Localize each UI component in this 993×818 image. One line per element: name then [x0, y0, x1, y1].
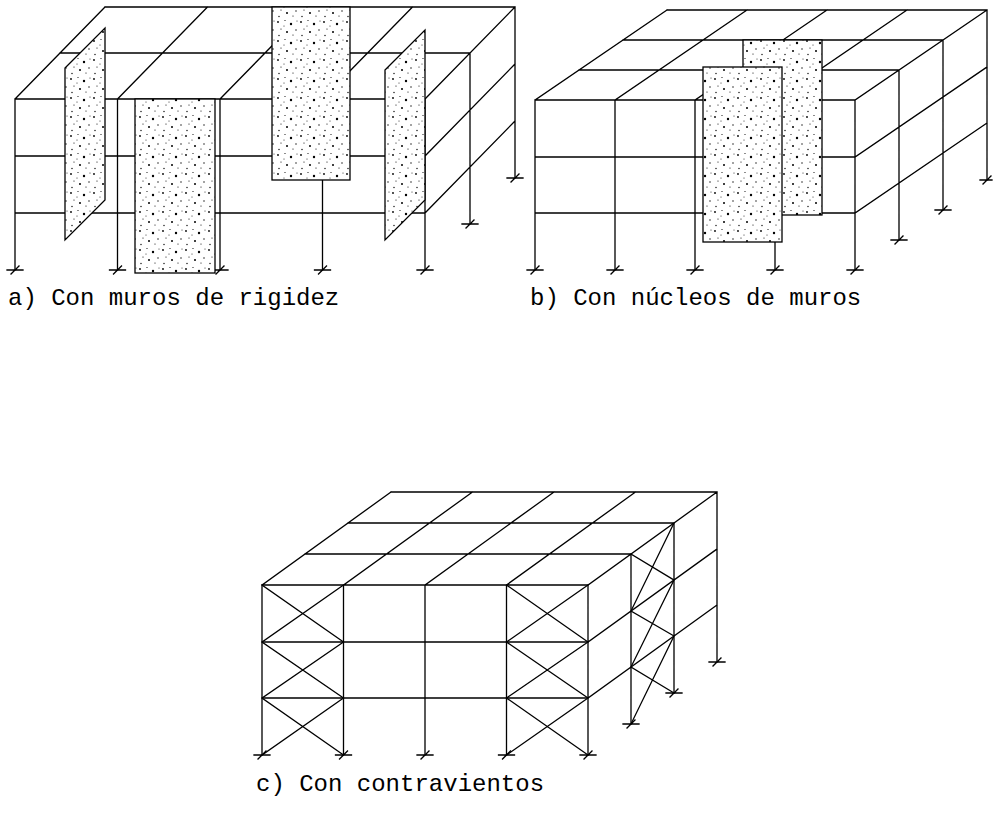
shear-wall — [385, 30, 425, 240]
frame-lines — [535, 10, 987, 270]
frame-lines — [262, 492, 717, 755]
frame-lines — [15, 7, 515, 270]
wall-core — [703, 67, 782, 242]
shear-wall — [135, 99, 215, 273]
caption-label: c) Con contravientos — [256, 770, 544, 800]
bracing — [262, 523, 674, 755]
shear-wall — [272, 7, 350, 180]
caption-label: b) Con núcleos de muros — [530, 284, 861, 314]
shear-wall — [65, 28, 105, 240]
caption-label: a) Con muros de rigidez — [8, 284, 339, 314]
